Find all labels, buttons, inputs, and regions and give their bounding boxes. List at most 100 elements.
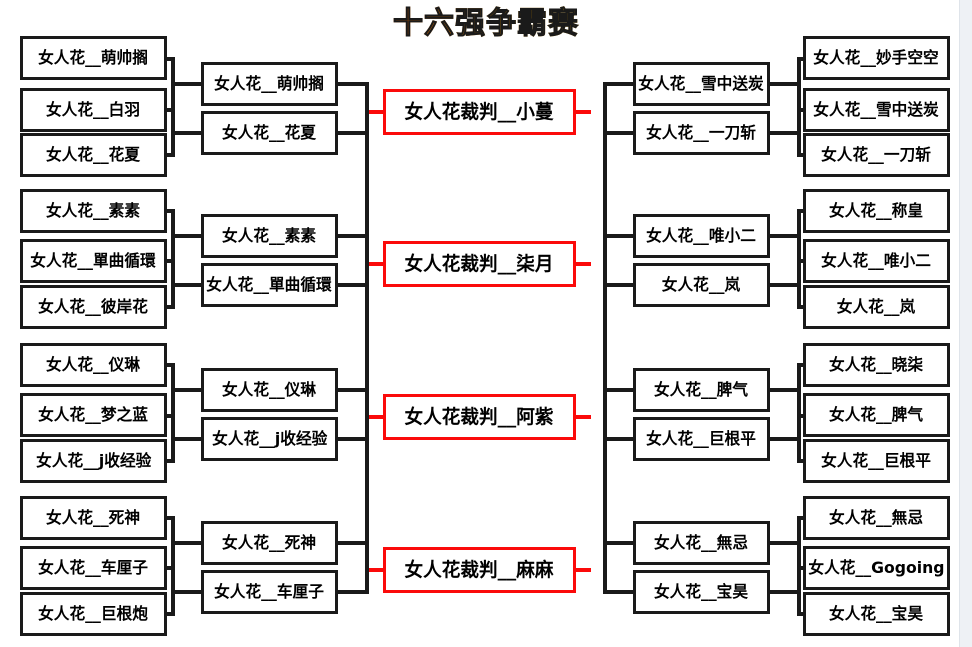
- player-box[interactable]: 女人花__花夏: [20, 133, 167, 177]
- player-box[interactable]: 女人花__花夏: [201, 111, 338, 155]
- player-box[interactable]: 女人花__彼岸花: [20, 285, 167, 329]
- player-box[interactable]: 女人花__巨根平: [633, 417, 770, 461]
- player-box[interactable]: 女人花__死神: [20, 496, 167, 540]
- player-box[interactable]: 女人花__白羽: [20, 88, 167, 132]
- player-name: 女人花__單曲循環: [30, 251, 157, 270]
- connector-right-a-out-2: [768, 131, 800, 135]
- player-box[interactable]: 女人花__素素: [20, 189, 167, 233]
- player-box[interactable]: 女人花__萌帅搁: [201, 62, 338, 106]
- connector-left-b-spine: [171, 209, 175, 309]
- player-box[interactable]: 女人花__梦之蓝: [20, 393, 167, 437]
- player-name: 女人花__脾气: [654, 380, 749, 399]
- player-box[interactable]: 女人花__j收经验: [20, 439, 167, 483]
- player-name: 女人花__雪中送炭: [813, 100, 940, 119]
- connector-right-main-spine: [603, 82, 607, 594]
- connector-left-a-stub-2: [165, 108, 175, 112]
- player-box[interactable]: 女人花__素素: [201, 214, 338, 258]
- player-name: 女人花__宝昊: [829, 604, 924, 623]
- connector-right-d-stub-1: [797, 516, 807, 520]
- player-box[interactable]: 女人花__脾气: [633, 368, 770, 412]
- connector-right-a-stub-3: [797, 153, 807, 157]
- player-name: 女人花__宝昊: [654, 582, 749, 601]
- player-name: 女人花__脾气: [829, 405, 924, 424]
- player-box[interactable]: 女人花__萌帅搁: [20, 36, 167, 80]
- player-box[interactable]: 女人花__称皇: [803, 189, 950, 233]
- connector-right-b-stub-2: [797, 259, 807, 263]
- player-box[interactable]: 女人花__雪中送炭: [803, 88, 950, 132]
- connector-rmid-b-stub-2: [603, 283, 637, 287]
- connector-right-b-out-1: [768, 234, 800, 238]
- player-box[interactable]: 女人花__宝昊: [803, 592, 950, 636]
- player-box[interactable]: 女人花__一刀斩: [803, 133, 950, 177]
- connector-right-d-out-2: [768, 590, 800, 594]
- player-name: 女人花__萌帅搁: [38, 48, 149, 67]
- player-box[interactable]: 女人花__唯小二: [633, 214, 770, 258]
- player-box[interactable]: 女人花__巨根炮: [20, 592, 167, 636]
- player-box[interactable]: 女人花__车厘子: [20, 546, 167, 590]
- connector-left-a-stub-1: [165, 57, 175, 61]
- connector-right-c-spine: [797, 363, 801, 463]
- player-name: 女人花__j收经验: [35, 451, 152, 470]
- player-name: 女人花__仪琳: [222, 380, 317, 399]
- player-name: 女人花__唯小二: [821, 251, 932, 270]
- player-box[interactable]: 女人花__仪琳: [201, 368, 338, 412]
- player-name: 女人花__仪琳: [46, 355, 141, 374]
- player-box[interactable]: 女人花__死神: [201, 521, 338, 565]
- player-box[interactable]: 女人花__單曲循環: [20, 239, 167, 283]
- connector-left-b-out-1: [171, 234, 203, 238]
- player-box[interactable]: 女人花__仪琳: [20, 343, 167, 387]
- connector-finalist-2-left: [369, 262, 385, 266]
- player-box[interactable]: 女人花__巨根平: [803, 439, 950, 483]
- connector-left-c-stub-3: [165, 459, 175, 463]
- connector-left-a-out-2: [171, 131, 203, 135]
- player-box[interactable]: 女人花__岚: [633, 263, 770, 307]
- player-box[interactable]: 女人花__無忌: [633, 521, 770, 565]
- player-box[interactable]: 女人花__無忌: [803, 496, 950, 540]
- player-name: 女人花__素素: [46, 201, 141, 220]
- connector-left-a-stub-3: [165, 153, 175, 157]
- finalist-name: 女人花裁判__柒月: [405, 252, 554, 275]
- connector-mid-c-stub-2: [335, 437, 369, 441]
- player-name: 女人花__無忌: [654, 533, 749, 552]
- player-box[interactable]: 女人花__晓柒: [803, 343, 950, 387]
- connector-right-d-stub-2: [797, 566, 807, 570]
- connector-mid-b-stub-2: [335, 283, 369, 287]
- player-box[interactable]: 女人花__车厘子: [201, 570, 338, 614]
- connector-finalist-1-right: [575, 110, 591, 114]
- player-name: 女人花__Gogoing: [808, 558, 945, 577]
- connector-left-d-stub-2: [165, 566, 175, 570]
- connector-finalist-1-left: [369, 110, 385, 114]
- player-name: 女人花__花夏: [222, 123, 317, 142]
- finalist-box[interactable]: 女人花裁判__小蔓: [383, 89, 576, 135]
- page-title: 十六强争霸赛: [0, 4, 972, 44]
- player-name: 女人花__称皇: [829, 201, 924, 220]
- finalist-box[interactable]: 女人花裁判__麻麻: [383, 547, 576, 593]
- connector-left-c-stub-1: [165, 363, 175, 367]
- player-box[interactable]: 女人花__妙手空空: [803, 36, 950, 80]
- player-box[interactable]: 女人花__脾气: [803, 393, 950, 437]
- finalist-box[interactable]: 女人花裁判__柒月: [383, 241, 576, 287]
- player-name: 女人花__j收经验: [211, 429, 328, 448]
- player-box[interactable]: 女人花__一刀斩: [633, 111, 770, 155]
- connector-right-a-stub-2: [797, 108, 807, 112]
- connector-right-d-stub-3: [797, 612, 807, 616]
- player-box[interactable]: 女人花__j收经验: [201, 417, 338, 461]
- player-box[interactable]: 女人花__宝昊: [633, 570, 770, 614]
- player-box[interactable]: 女人花__Gogoing: [803, 546, 950, 590]
- connector-right-c-out-2: [768, 437, 800, 441]
- player-box[interactable]: 女人花__雪中送炭: [633, 62, 770, 106]
- finalist-name: 女人花裁判__麻麻: [405, 558, 554, 581]
- player-box[interactable]: 女人花__岚: [803, 285, 950, 329]
- player-name: 女人花__晓柒: [829, 355, 924, 374]
- finalist-box[interactable]: 女人花裁判__阿紫: [383, 394, 576, 440]
- player-name: 女人花__岚: [837, 297, 916, 316]
- connector-right-b-stub-1: [797, 209, 807, 213]
- connector-left-d-stub-3: [165, 612, 175, 616]
- connector-left-b-out-2: [171, 283, 203, 287]
- player-box[interactable]: 女人花__唯小二: [803, 239, 950, 283]
- connector-rmid-d-stub-2: [603, 590, 637, 594]
- player-name: 女人花__唯小二: [646, 226, 757, 245]
- player-box[interactable]: 女人花__單曲循環: [201, 263, 338, 307]
- connector-left-d-spine: [171, 516, 175, 616]
